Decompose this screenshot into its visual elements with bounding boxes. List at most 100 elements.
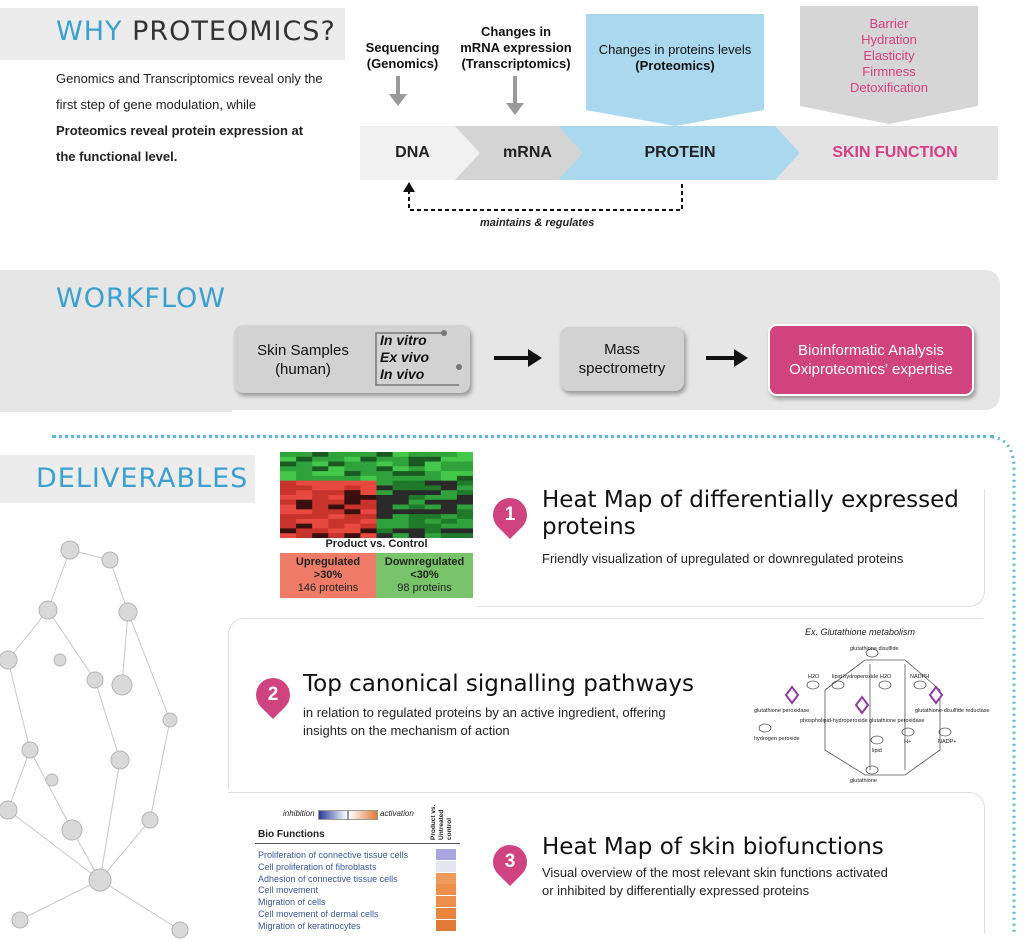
heatmap-cell [376,456,394,463]
downregulated-title: Downregulated [384,556,465,568]
pathway-node: glutathione [850,778,877,784]
why-title-bar [0,8,345,60]
heatmap-cell [440,480,458,486]
biofunction-row: Cell movement [258,884,458,896]
deliverable-sub-line: in relation to regulated proteins by an … [303,705,666,720]
heatmap-cell [344,471,361,477]
heatmap-cell [296,485,313,491]
biofunction-row: Cell movement of dermal cells [258,907,458,920]
heatmap-cell [392,461,410,467]
heatmap-cell [360,466,377,472]
heatmap-cell [424,480,442,486]
mass-spec-line: spectrometry [578,360,666,377]
heatmap-cell [440,533,458,538]
mrna-arrow-icon [506,103,524,115]
heatmap-cell [408,466,426,472]
heatmap-cell [440,471,458,477]
heatmap-cell [456,475,473,482]
function-item: Firmness [862,64,916,79]
biofunction-label: Cell movement [258,885,319,896]
heatmap-cell [328,528,345,534]
downregulated-legend: Downregulated <30% 98 proteins [376,553,473,598]
heatmap-cell [280,499,297,506]
function-item: Elasticity [863,48,915,63]
heatmap-cell [328,509,345,515]
heatmap-cell [296,499,313,506]
heatmap-cell [344,504,361,510]
heatmap-cell [408,528,426,534]
sample-mode: In vitro [380,332,427,348]
heatmap-cell [360,509,377,515]
heatmap-cell [344,523,361,529]
heatmap-cell [376,504,394,510]
biofunction-row: Migration of cells [258,896,458,908]
heatmap-cell [296,480,313,486]
heatmap-cell [424,528,442,534]
stage-skin-function: SKIN FUNCTION [832,144,958,161]
why-intro: Genomics and Transcriptomics reveal only… [56,66,346,170]
sequencing-arrow-icon [389,94,407,106]
heatmap-cell [360,471,377,477]
intro-line: Genomics and Transcriptomics reveal only… [56,71,323,86]
deliverable-3-subtitle: Visual overview of the most relevant ski… [542,864,962,900]
heatmap-cell [328,471,345,477]
heatmap-cell [296,518,313,525]
pathway-node: lipid hydroperoxide [832,674,878,680]
heatmap-cell [456,471,473,477]
heatmap-cell [408,504,426,510]
heatmap-cell [312,499,329,506]
heatmap-cell [296,471,313,477]
heatmap-cell [408,518,426,525]
deliverables-border-top [52,435,994,438]
badge-1: 1 [485,490,535,540]
heatmap-cell [296,456,313,463]
heatmap-cell [440,456,458,463]
heatmap-cell [456,509,473,515]
heatmap-cell [424,490,442,496]
heatmap-cell [296,528,313,534]
heatmap-cell [312,475,329,482]
upregulated-count: 146 proteins [297,582,359,594]
deliverables-title: DELIVERABLES [36,463,249,494]
heatmap-cell [408,475,426,482]
biofunction-label: Migration of keratinocytes [258,920,361,931]
heatmap-cell [424,504,442,510]
heatmap-cell [360,452,377,458]
heatmap-cell [376,471,394,477]
heatmap-cell [360,461,377,467]
heatmap-cell [280,461,297,467]
heatmap-cell [312,452,329,458]
biofunction-swatch [436,849,456,860]
why-title-word2: PROTEOMICS? [132,16,336,47]
heatmap-cell [296,495,313,501]
heatmap-cell [408,499,426,506]
biofunctions-divider [255,843,460,844]
heatmap-cell [296,533,313,538]
heatmap-cell [392,528,410,534]
biofunction-swatch [436,884,456,896]
pathway-caption: Ex. Glutathione metabolism [805,627,916,637]
heatmap-cell [360,456,377,463]
heatmap-cell [280,528,297,534]
heatmap-cell [424,518,442,525]
heatmap-cell [424,475,442,482]
heatmap-cell [408,461,426,467]
deliverable-2-subtitle: in relation to regulated proteins by an … [303,704,723,740]
heatmap-cell [408,514,426,520]
function-item: Detoxification [849,80,929,95]
badge-number: 2 [267,684,279,705]
heatmap-cell [280,480,297,486]
heatmap-cell [408,485,426,491]
pathway-node: H+ [904,739,911,745]
mrna-label-line: mRNA expression [460,40,572,55]
biofunction-label: Proliferation of connective tissue cells [258,850,409,860]
function-item: Hydration [861,32,917,47]
heatmap-cell [376,523,394,529]
heatmap-cell [280,504,297,510]
biofunction-swatch [436,860,456,872]
heatmap-cell [456,495,473,501]
heatmap-cell [440,499,458,506]
heatmap-cell [440,504,458,510]
heatmap-cell [376,495,394,501]
biofunctions-header: Bio Functions [258,829,325,840]
